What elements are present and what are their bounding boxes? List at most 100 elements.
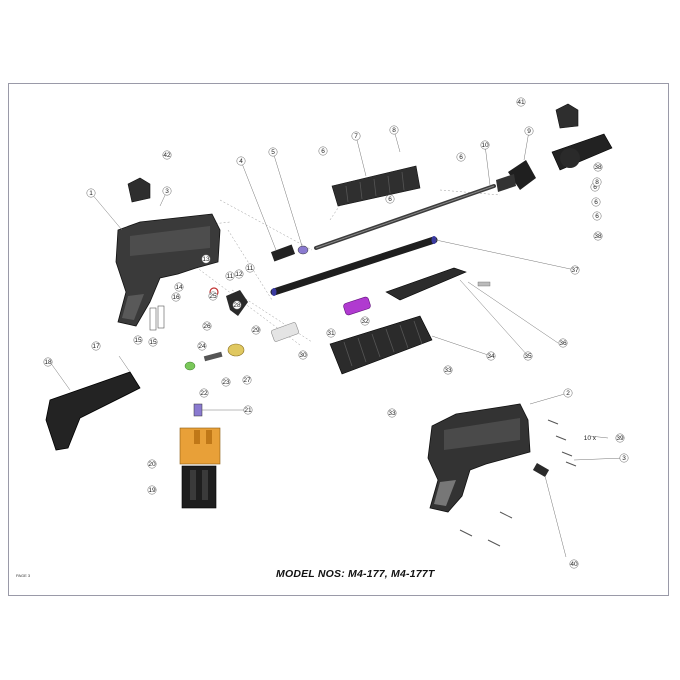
callout-circle-c28 [232,300,242,310]
callout-number-c6c: 6 [593,184,597,191]
callout-number-c1: 1 [89,190,93,197]
callout-circle-c32 [360,316,370,326]
callout-number-c26: 26 [203,323,211,330]
callout-number-c38b: 38 [594,233,602,240]
callout-leader-lines [49,129,625,558]
callout-number-c35: 35 [524,353,532,360]
callout-number-c19: 19 [148,487,156,494]
callout-circle-c15b [148,337,158,347]
callout-circle-c21 [243,405,253,415]
callout-number-c33a: 33 [444,367,452,374]
callout-number-c27: 27 [243,377,251,384]
callout-number-c22: 22 [200,390,208,397]
part-21-magazine-catch [193,403,203,417]
callout-number-c6e: 6 [595,213,599,220]
callout-number-c7: 7 [354,133,358,140]
callout-circle-c37 [570,265,580,275]
callout-circle-c41 [516,97,526,107]
callout-number-c32: 32 [361,318,369,325]
part-36-pin [477,281,491,287]
callout-circle-c1 [86,188,96,198]
callout-circle-c8a [389,125,399,135]
callout-number-c42: 42 [163,152,171,159]
part-40-selector [532,463,550,477]
callout-number-c29: 29 [252,327,260,334]
callout-number-c6b: 6 [459,154,463,161]
callout-circle-c6e [592,211,602,221]
part-19-magazine [181,465,217,509]
callout-circle-c27 [242,375,252,385]
part-20-magazine-block [179,427,221,465]
callout-number-c28: 28 [233,302,241,309]
callout-circle-c31 [326,328,336,338]
part-7-top-rail [331,165,421,207]
callout-circle-c10 [480,140,490,150]
part-15-pins [149,305,165,331]
callout-circle-c38b [593,231,603,241]
callout-number-c15b: 15 [149,339,157,346]
callout-number-c10: 10 [481,142,489,149]
callout-number-c17: 17 [92,343,100,350]
callout-circle-c14 [174,282,184,292]
part-4-hopup-assembly [270,244,309,262]
callout-number-c24: 24 [198,343,206,350]
callout-circle-c9 [524,126,534,136]
callout-number-c6a: 6 [321,148,325,155]
part-34-handguard [329,315,433,375]
callout-number-c8b: 8 [595,179,599,186]
callout-number-c31: 31 [327,330,335,337]
callout-circle-c19 [147,485,157,495]
diagram-border [8,83,669,596]
callout-circle-c24 [197,341,207,351]
callout-circle-c17 [91,341,101,351]
callout-number-c3a: 3 [165,188,169,195]
callout-circle-c25 [208,291,218,301]
part-27-cylinder-head [227,343,245,357]
part-41-front-sight [555,103,579,129]
callout-number-c25: 25 [209,293,217,300]
callout-number-c37: 37 [571,267,579,274]
callout-circle-c22 [199,388,209,398]
assembly-guide-lines [159,189,501,346]
callout-number-c39: 39 [616,435,624,442]
callout-number-c2: 2 [566,390,570,397]
callout-circle-c33b [387,408,397,418]
part-3-screws [459,419,577,547]
callout-circle-c23 [221,377,231,387]
callout-number-c15a: 15 [134,337,142,344]
part-38-flash-hider [551,133,613,171]
part-35-sling-swivel [385,267,467,301]
callout-circle-c20 [147,459,157,469]
part-23-spring [203,351,223,362]
callout-circle-c40 [569,559,579,569]
callout-circle-c30 [298,350,308,360]
callout-number-c9: 9 [527,128,531,135]
callout-number-c11a: 11 [227,273,234,280]
callout-number-c40: 40 [570,561,578,568]
callout-circle-c3b [619,453,629,463]
callout-circle-c8b [592,177,602,187]
part-10-barrel [314,184,496,250]
page-label: PAGE 3 [16,573,31,578]
callout-number-c20: 20 [148,461,156,468]
callout-number-c6f: 6 [388,196,392,203]
callout-number-c3b: 3 [622,455,626,462]
callout-number-c4: 4 [239,158,243,165]
callout-circle-c4 [236,156,246,166]
callout-number-c33b: 33 [388,410,396,417]
callout-circle-c3a [162,186,172,196]
callout-circle-c11b [245,263,255,273]
callout-circle-c7 [351,131,361,141]
part-42-rear-sight [127,177,151,203]
callout-number-c5: 5 [271,149,275,156]
callout-number-c23: 23 [222,379,230,386]
callout-number-c16: 16 [172,294,180,301]
callout-circle-c38a [593,162,603,172]
callout-number-c14: 14 [175,284,183,291]
part-37-outer-barrel [270,236,438,296]
part-25-trigger-group [209,287,248,316]
callout-number-c18: 18 [44,359,52,366]
callout-number-c11b: 11 [247,265,254,272]
